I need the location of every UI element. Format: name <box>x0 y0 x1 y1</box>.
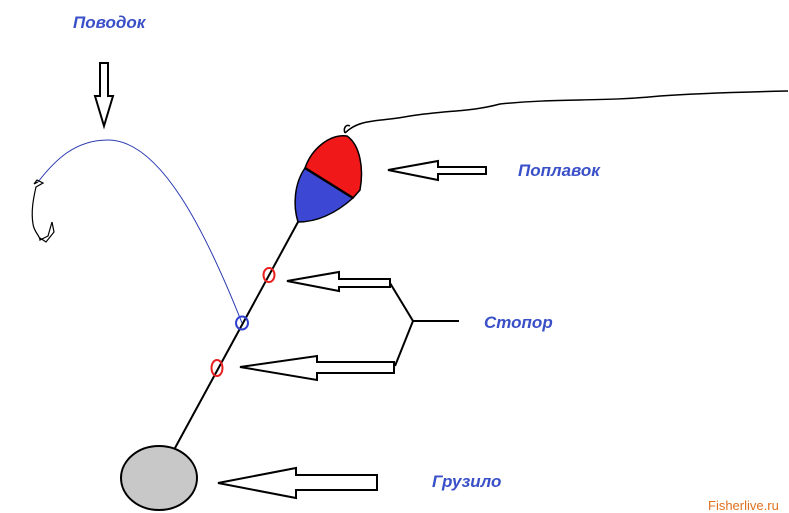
stopper-lower <box>210 359 224 377</box>
label-float: Поплавок <box>518 161 600 180</box>
label-leader: Поводок <box>73 13 146 32</box>
float-top-half <box>304 135 363 199</box>
main-fishing-line <box>344 90 789 134</box>
label-sinker: Грузило <box>432 472 502 491</box>
arrow-stopper-lower-icon <box>239 354 395 382</box>
float-bottom-half <box>294 166 355 223</box>
site-watermark: Fisherlive.ru <box>708 498 779 513</box>
stopper-bracket <box>389 282 459 367</box>
label-stopper: Стопор <box>484 313 553 332</box>
arrow-leader-icon <box>93 62 115 130</box>
float-divider <box>304 166 354 200</box>
rig-line <box>174 221 299 449</box>
line-loop <box>343 124 351 134</box>
arrow-stopper-upper-icon <box>286 270 391 293</box>
leader-line <box>37 139 243 324</box>
stopper-upper <box>262 267 276 283</box>
arrow-float-icon <box>387 159 487 182</box>
hook-icon <box>31 179 55 243</box>
leader-swivel <box>235 315 249 331</box>
sinker-weight <box>120 445 198 511</box>
arrow-sinker-icon <box>217 466 378 500</box>
